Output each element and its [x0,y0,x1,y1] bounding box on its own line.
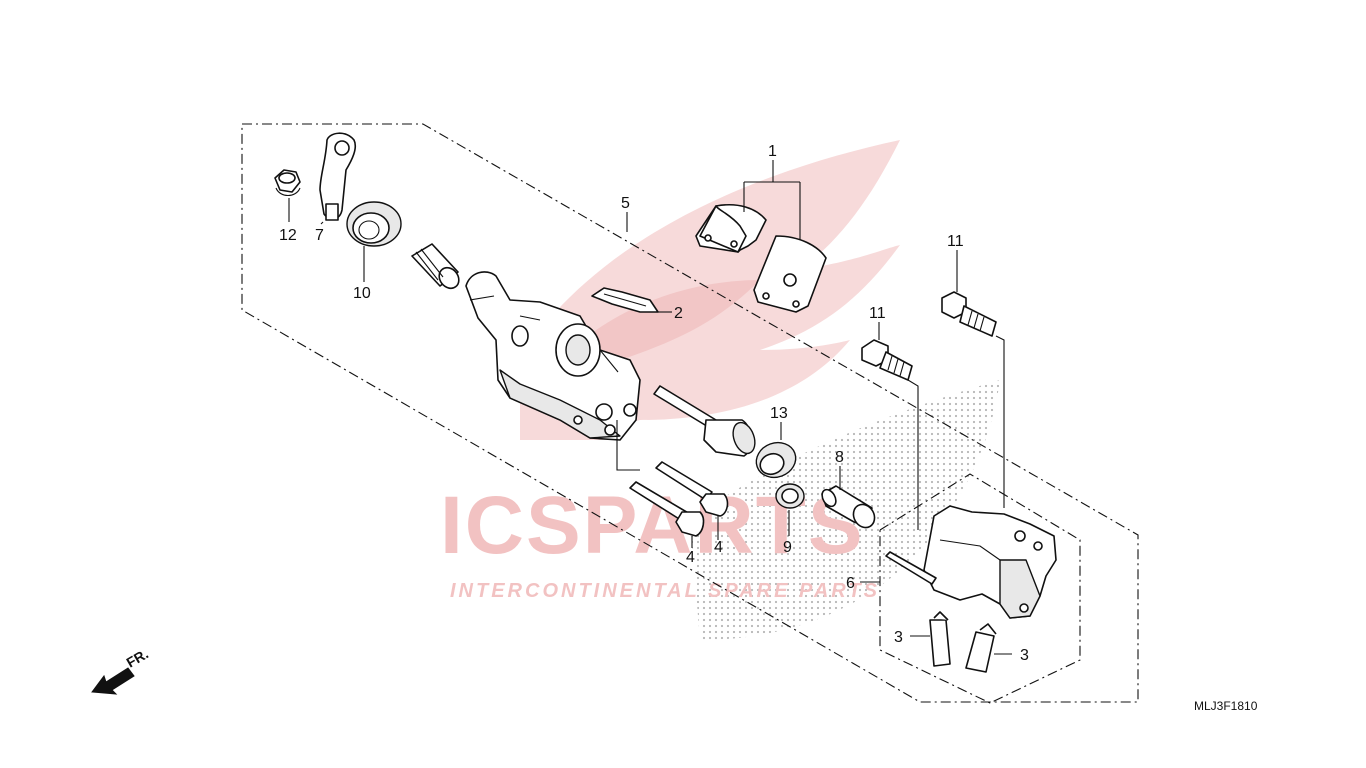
part-10-seal [346,201,402,247]
part-bushing [411,243,460,290]
callout-2: 2 [674,305,683,322]
callout-13: 13 [770,405,788,422]
watermark-tagline: INTERCONTINENTAL SPARE PARTS [450,580,880,602]
caliper-body [465,271,641,441]
assembly-outline-bracket [879,473,1081,704]
callout-11-left: 11 [869,305,886,322]
callout-4-left: 4 [686,549,695,566]
part-11-bolt-right [941,291,997,337]
callout-1: 1 [768,143,777,160]
callout-4-right: 4 [714,539,723,556]
part-11-bolt-left [861,339,913,381]
direction-label: FR. [124,645,152,670]
part-8-sleeve [821,485,876,529]
callout-3-right: 3 [1020,647,1029,664]
callout-3-left: 3 [894,629,903,646]
arrow-down-left-icon [91,667,135,695]
assembly-outline-caliper [241,123,1139,703]
callout-9: 9 [783,539,792,556]
diagram-code: MLJ3F1810 [1194,699,1258,713]
callout-5: 5 [621,195,630,212]
part-3-shims [929,611,997,673]
part-4-pins [629,461,729,537]
part-slide-pin [653,385,756,457]
part-6-bracket [885,505,1057,619]
callout-6: 6 [846,575,855,592]
part-1-pads [695,204,827,313]
callout-10: 10 [353,285,371,302]
part-9-boot [775,483,805,509]
part-13-ring [755,441,797,479]
callout-11-right: 11 [947,233,964,250]
part-12-nut [274,169,301,197]
callout-8: 8 [835,449,844,466]
part-2-clip [591,287,659,313]
callout-7: 7 [315,227,324,244]
part-7-lever [319,132,357,221]
front-direction-indicator: FR. [91,645,152,695]
callout-12: 12 [279,227,297,244]
